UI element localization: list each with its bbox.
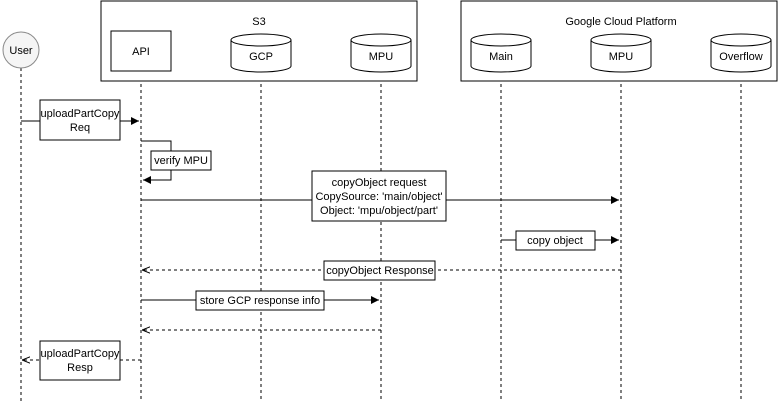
message-copy-object-request: copyObject request CopySource: 'main/obj… (141, 170, 619, 222)
upload-request-label-box (39, 99, 121, 141)
upload-request-text-line2: Req (70, 122, 90, 134)
upload-response-label-box (39, 340, 121, 381)
upload-response-text-line1: uploadPartCopy (41, 348, 120, 360)
gcp-mpu-database-icon (590, 33, 652, 73)
copy-object-text: copy object (527, 235, 583, 247)
message-upload-request: uploadPartCopy Req (21, 99, 139, 141)
s3-group-title: S3 (252, 16, 265, 28)
copy-object-response-label-box (323, 260, 436, 281)
gcp-group: Google Cloud Platform Main MPU Overflow (460, 0, 778, 82)
gcp-main-label: Main (489, 51, 513, 63)
s3-mpu-database-icon (350, 33, 412, 73)
store-response-info-text: store GCP response info (200, 295, 320, 307)
api-box (110, 30, 172, 72)
upload-request-text-line1: uploadPartCopy (41, 108, 120, 120)
copy-object-response-text: copyObject Response (326, 265, 434, 277)
gcp-group-title: Google Cloud Platform (565, 16, 676, 28)
s3-gcp-database-icon (230, 33, 292, 73)
message-upload-response: uploadPartCopy Resp (22, 340, 141, 381)
gcp-main-database-icon (470, 33, 532, 73)
user-circle (2, 31, 40, 69)
gcp-overflow-label: Overflow (719, 51, 762, 63)
message-store-response-info: store GCP response info (141, 290, 379, 311)
copy-object-request-label-box (311, 170, 447, 222)
copy-object-request-text-line3: Object: 'mpu/object/part' (320, 205, 438, 217)
store-response-info-label-box (195, 290, 325, 311)
gcp-mpu-label: MPU (609, 51, 634, 63)
message-verify-mpu: verify MPU (141, 140, 212, 184)
copy-object-label-box (515, 230, 596, 251)
s3-gcp-label: GCP (249, 51, 273, 63)
upload-response-text-line2: Resp (67, 362, 93, 374)
message-copy-object-response: copyObject Response (142, 260, 621, 281)
verify-mpu-label-box (150, 150, 212, 171)
gcp-overflow-database-icon (710, 33, 772, 73)
copy-object-request-text-line1: copyObject request (332, 177, 427, 189)
user-actor: User (2, 31, 40, 69)
user-label: User (9, 45, 33, 57)
message-copy-object: copy object (501, 230, 619, 251)
verify-mpu-text: verify MPU (154, 155, 208, 167)
s3-mpu-label: MPU (369, 51, 394, 63)
s3-group: S3 API GCP MPU (100, 0, 418, 82)
api-label: API (132, 46, 150, 58)
copy-object-request-text-line2: CopySource: 'main/object' (315, 191, 442, 203)
